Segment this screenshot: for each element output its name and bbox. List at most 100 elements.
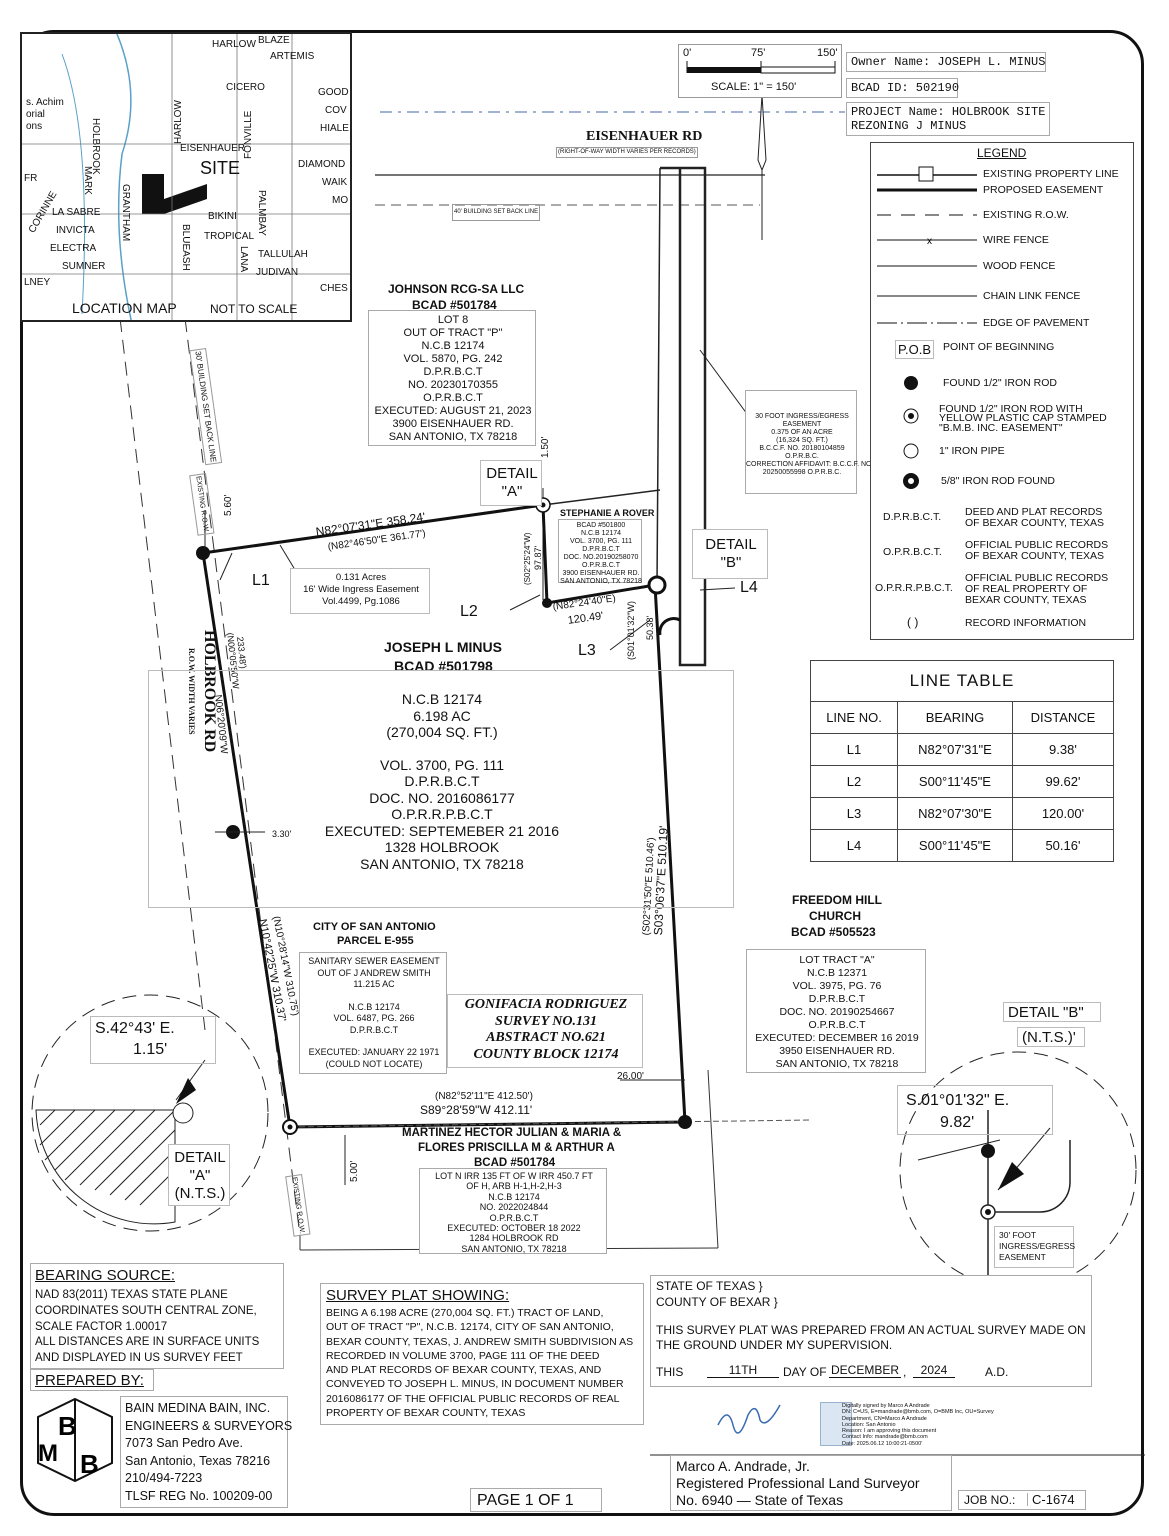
bearing-source-line: NAD 83(2011) TEXAS STATE PLANE [35, 1289, 228, 1301]
survey-plat-title: SURVEY PLAT SHOWING: [326, 1287, 510, 1304]
bearing-cell: S00°11'45"E [897, 765, 1013, 798]
location-map: HARLOW BLAZE ARTEMIS CICERO GOOD COV HIA… [20, 32, 352, 322]
bearing-cell: S00°11'45"E [897, 829, 1013, 862]
martinez-line: O.P.R.B.C.T [489, 1212, 539, 1223]
freedom-line: LOT TRACT "A" [799, 954, 875, 966]
legend-abbr-desc: OF BEXAR COUNTY, TEXAS [965, 517, 1105, 529]
legend-rod-58: 5/8" IRON ROD FOUND [941, 475, 1055, 487]
freedom-record-block: LOT TRACT "A" N.C.B 12371 VOL. 3975, PG.… [746, 949, 926, 1073]
martinez-record-block: LOT N IRR 135 FT OF W IRR 450.7 FT OF H,… [419, 1168, 607, 1254]
subject-line [149, 741, 735, 757]
johnson-line: O.P.R.B.C.T [423, 392, 483, 404]
prepared-by-line: San Antonio, Texas 78216 [125, 1453, 271, 1468]
map-street: CICERO [226, 82, 265, 93]
line-no-cell: L1 [809, 733, 899, 766]
dim-26-00: 26.00' [617, 1071, 644, 1082]
prepared-by-line: 210/494-7223 [125, 1471, 203, 1485]
legend-item: WIRE FENCE [983, 234, 1049, 246]
city-line: EXECUTED: JANUARY 22 1971 [308, 1047, 440, 1057]
prepared-by-info: BAIN MEDINA BAIN, INC. ENGINEERS & SURVE… [120, 1396, 292, 1508]
johnson-line: LOT 8 [437, 314, 469, 326]
line-label-l1: L1 [252, 572, 270, 589]
detail-a-nts: (N.T.S.) [174, 1185, 226, 1202]
road-eisenhauer-row: (RIGHT-OF-WAY WIDTH VARIES PER RECORDS) [556, 147, 698, 158]
subject-line: DOC. NO. 2016086177 [369, 789, 515, 806]
prepared-by-line: TLSF REG No. 100209-00 [125, 1488, 273, 1503]
surveyor-name: Marco A. Andrade, Jr. [676, 1458, 810, 1474]
survey-line: ABSTRACT NO.621 [486, 1030, 606, 1045]
legend-item: EXISTING R.O.W. [983, 209, 1069, 221]
detail-a-letter: "A" [501, 483, 523, 500]
cert-ad: A.D. [985, 1365, 1009, 1379]
rover-record-block: BCAD #501800 N.C.B 12174 VOL. 3700, PG. … [558, 519, 642, 585]
martinez-bcad: BCAD #501784 [474, 1157, 556, 1169]
rover-line: D.P.R.B.C.T [582, 546, 620, 553]
johnson-line: OUT OF TRACT "P" [403, 327, 503, 339]
map-street: LANA [238, 246, 249, 273]
prepared-by-title-box: PREPARED BY: [30, 1369, 154, 1391]
subject-owner: JOSEPH L MINUS [384, 639, 502, 655]
survey-line: GONIFACIA RODRIGUEZ [464, 997, 628, 1012]
map-street: INVICTA [56, 225, 95, 236]
johnson-line: EXECUTED: AUGUST 21, 2023 [374, 405, 532, 417]
detail-b-letter: "B" [720, 554, 742, 571]
detail-b-easement-note: 30' FOOT INGRESS/EGRESS EASEMENT [994, 1226, 1075, 1268]
survey-line: COUNTY BLOCK 12174 [473, 1046, 619, 1062]
ingress-line: 16' Wide Ingress Easement [303, 584, 419, 595]
detail-b-nts-box: (N.T.S.)' [1017, 1027, 1085, 1047]
bearing-source: BEARING SOURCE: NAD 83(2011) TEXAS STATE… [30, 1263, 284, 1369]
distance-cell: 99.62' [1011, 765, 1115, 798]
table-row: L2 S00°11'45"E 99.62' [809, 765, 1115, 798]
map-street: GOOD [318, 87, 349, 98]
signature-line: Contact Info: mandrade@bmb.com [842, 1434, 928, 1441]
south-line-bearing: S89°28'59"W 412.11' [420, 1103, 533, 1117]
ingress-easement-note: 0.131 Acres 16' Wide Ingress Easement Vo… [290, 568, 430, 614]
bearing-source-title: BEARING SOURCE: [35, 1267, 176, 1284]
dim-1-50: 1.50' [540, 436, 551, 458]
map-street: ARTEMIS [270, 51, 315, 62]
martinez-line: SAN ANTONIO, TX 78218 [461, 1243, 567, 1254]
distance-cell: 120.00' [1011, 797, 1115, 830]
page-number-box: PAGE 1 OF 1 [470, 1488, 602, 1512]
signature-line: Date: 2025.06.12 10:00:21-0500' [842, 1440, 923, 1447]
johnson-title: JOHNSON RCG-SA LLC [388, 282, 525, 296]
scale-tick: 75' [751, 47, 766, 59]
job-number: C-1674 [1027, 1493, 1075, 1506]
easement-note: 30 FOOT INGRESS/EGRESS EASEMENT 0.375 OF… [745, 390, 873, 494]
line-table: LINE TABLE LINE NO. BEARING DISTANCE L1 … [809, 660, 1115, 862]
survey-plat-line: BEING A 6.198 ACRE (270,004 SQ. FT.) TRA… [326, 1307, 604, 1319]
rover-line: O.P.R.B.C.T [582, 562, 620, 569]
legend-iron-pipe: 1" IRON PIPE [939, 445, 1005, 457]
detail-a-dist: 1.15' [133, 1041, 168, 1058]
map-street: BIKINI [208, 211, 237, 222]
project-name: PROJECT Name: HOLBROOK SITE [851, 105, 1046, 119]
detail-a-title-letter: "A" [189, 1167, 211, 1184]
map-place: s. Achim [26, 97, 64, 108]
bearing-cell: N82°07'30"E [897, 797, 1013, 830]
map-site-label: SITE [200, 158, 241, 178]
detail-b-title: DETAIL "B" [1008, 1004, 1084, 1021]
legend-abbr-code: O.P.R.R.P.B.C.T. [875, 582, 953, 594]
map-street: LNEY [24, 277, 51, 288]
location-map-scale-note: NOT TO SCALE [210, 302, 298, 316]
easement-line: O.P.R.B.C. [785, 453, 819, 460]
freedom-line: 3950 EISENHAUER RD. [779, 1045, 895, 1057]
bearing-source-line: AND DISPLAYED IN US SURVEY FEET [35, 1352, 243, 1365]
owner-bcad: BCAD ID: 502190 [851, 81, 960, 95]
surveyor-license: No. 6940 — State of Texas [676, 1492, 844, 1508]
line-table-title: LINE TABLE [810, 660, 1114, 702]
martinez-line: LOT N IRR 135 FT OF W IRR 450.7 FT [435, 1171, 593, 1181]
table-row: L4 S00°11'45"E 50.16' [809, 829, 1115, 862]
cert-year: 2024 [913, 1364, 955, 1378]
svg-text:B: B [58, 1411, 77, 1441]
project-name-line2: REZONING J MINUS [851, 119, 967, 133]
signature-line: DN: C=US, E=mandrade@bmb.com, O=BMB Inc,… [842, 1409, 994, 1416]
prepared-by-title: PREPARED BY: [35, 1372, 144, 1389]
map-street: BLAZE [258, 35, 290, 46]
scale-text: SCALE: 1" = 150' [711, 81, 797, 93]
city-line [300, 1036, 448, 1047]
line-table-header: DISTANCE [1011, 701, 1115, 734]
easement-line: 30 FOOT INGRESS/EGRESS [755, 413, 849, 420]
scale-tick: 150' [817, 47, 838, 59]
drawing-sheet-border [20, 30, 1144, 1516]
